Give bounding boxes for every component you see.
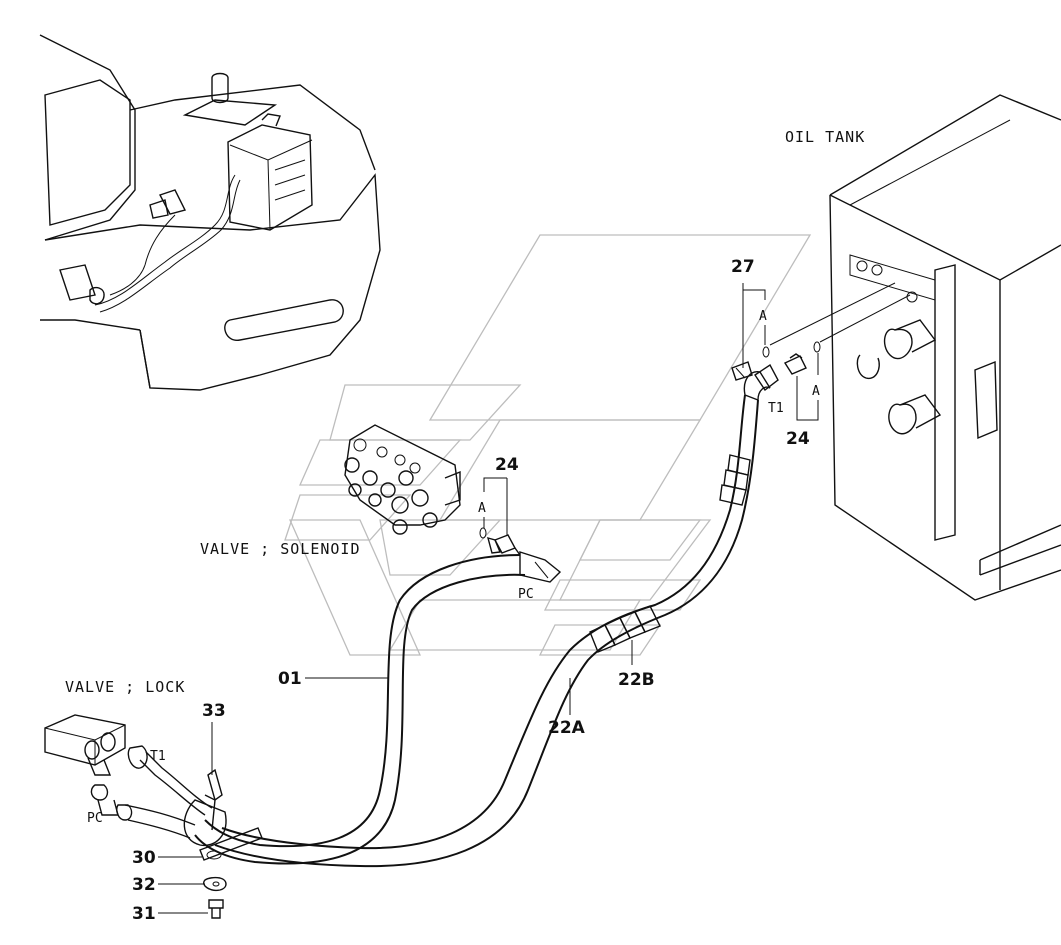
callout-a-27: A (759, 309, 767, 324)
port-t1-tank: T1 (768, 401, 784, 416)
callout-31: 31 (132, 904, 156, 924)
solenoid-valve-illustration (344, 424, 461, 535)
hose-22 (214, 363, 779, 868)
callout-32: 32 (132, 875, 156, 895)
valve-solenoid-label: VALVE ; SOLENOID (200, 540, 361, 558)
callout-a-24-solenoid: A (478, 501, 486, 516)
callout-a-24-tank: A (812, 384, 820, 399)
callout-30: 30 (132, 848, 156, 868)
callout-27: 27 (731, 257, 755, 277)
callout-22b: 22B (618, 670, 655, 690)
oil-tank-label: OIL TANK (785, 128, 865, 146)
callout-24-solenoid: 24 (495, 455, 519, 475)
leader-lines (158, 283, 819, 914)
callout-01: 01 (278, 669, 302, 689)
callout-33: 33 (202, 701, 226, 721)
valve-lock-label: VALVE ; LOCK (65, 678, 185, 696)
port-pc-solenoid: PC (518, 587, 534, 602)
port-t1-lock: T1 (150, 749, 166, 764)
watermark-logo (284, 234, 812, 656)
callout-22a: 22A (548, 718, 586, 738)
clamp-assembly (183, 768, 263, 919)
labels: OIL TANK VALVE ; SOLENOID VALVE ; LOCK T… (65, 128, 865, 924)
lock-valve-illustration (44, 714, 213, 839)
tank-fittings (731, 282, 911, 381)
hose-01 (194, 554, 526, 865)
solenoid-fittings (479, 527, 562, 583)
port-pc-lock: PC (87, 811, 103, 826)
machine-body-illustration (39, 34, 381, 391)
callout-24-tank: 24 (786, 429, 810, 449)
oil-tank-illustration (829, 94, 1061, 601)
